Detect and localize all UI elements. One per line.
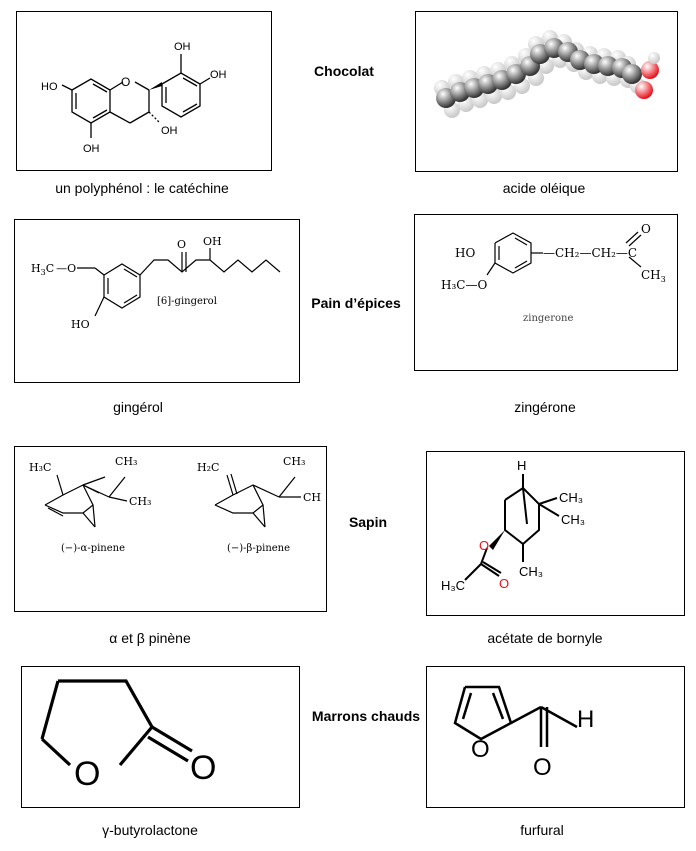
catechin-caption: un polyphénol : le catéchine [55, 180, 229, 196]
bornyl-o-carbonyl: O [499, 576, 509, 591]
catechin-oh-right: OH [210, 69, 227, 81]
zingerone-ch3: CH [641, 268, 661, 282]
bornyl-ch3-b: CH₃ [561, 512, 585, 527]
butyrolactone-structure-box: O O [21, 666, 300, 808]
category-gingerbread: Pain d’épices [311, 295, 401, 311]
catechin-oh-bottom: OH [83, 143, 100, 155]
oleic-caption: acide oléique [502, 180, 586, 196]
furfural-h: H [577, 706, 594, 733]
pinene-caption: α et β pinène [109, 630, 191, 646]
oxygen-atom [635, 81, 653, 99]
zingerone-structure-box: HO H₃C—O —CH₂—CH₂—C O CH3 zingerone [414, 214, 678, 371]
furfural-o-carbonyl: O [533, 754, 552, 781]
catechin-structure: O OH OH HO OH OH [41, 41, 227, 155]
zingerone-chain: —CH₂—CH₂—C [543, 246, 637, 260]
category-chocolate: Chocolat [314, 63, 374, 79]
pinene-structures: H₃C CH₃ CH₃ (−)-α-pinene H₂C CH₃ CH (−)-… [29, 455, 321, 554]
bornyl-structure-box: H CH₃ CH₃ CH₃ H₃C O O [426, 451, 685, 616]
zingerone-h3co: H₃C—O [441, 278, 487, 292]
gingerol-structure: H3C—O O OH HO [6]-gingerol [31, 235, 281, 331]
furfural-caption: furfural [520, 822, 564, 838]
alpha-pinene-ch3-a: CH₃ [115, 455, 137, 468]
category-chestnuts: Marrons chauds [311, 708, 421, 724]
bornyl-h3c: H₃C [441, 578, 465, 593]
gingerol-oh-bottom: HO [71, 318, 90, 331]
bornyl-ch3-c: CH₃ [519, 564, 543, 579]
gingerol-label: [6]-gingerol [157, 296, 217, 307]
alpha-pinene-ch3-b: CH₃ [129, 495, 151, 508]
oleic-space-filling-model [434, 30, 660, 118]
bornyl-h: H [517, 458, 526, 473]
bornyl-ch3-a: CH₃ [559, 490, 583, 505]
pinene-structure-box: H₃C CH₃ CH₃ (−)-α-pinene H₂C CH₃ CH (−)-… [14, 446, 327, 612]
oleic-structure-box [415, 11, 678, 172]
gingerol-oh: OH [203, 235, 222, 248]
category-fir: Sapin [348, 514, 388, 530]
alpha-pinene-h3c: H₃C [29, 461, 51, 474]
butyrolactone-o-carbonyl: O [190, 749, 216, 787]
catechin-structure-box: O OH OH HO OH OH [16, 11, 272, 171]
hydrogen-atom [648, 52, 660, 64]
butyrolactone-structure: O O [40, 679, 216, 793]
beta-pinene-ch: CH [303, 491, 321, 504]
bornyl-caption: acétate de bornyle [487, 630, 603, 646]
gingerol-ketone-o: O [177, 238, 186, 251]
zingerone-caption: zingérone [514, 399, 576, 415]
butyrolactone-o-ring: O [74, 755, 100, 793]
zingerone-ho: HO [455, 246, 475, 260]
bornyl-acetate-structure: H CH₃ CH₃ CH₃ H₃C O O [441, 458, 585, 593]
zingerone-label: zingerone [523, 313, 573, 324]
gingerol-caption: gingérol [113, 399, 163, 415]
catechin-oh-top: OH [174, 41, 191, 53]
gingerol-h: H [31, 262, 41, 275]
zingerone-o: O [641, 222, 651, 236]
gingerol-structure-box: H3C—O O OH HO [6]-gingerol [14, 219, 300, 383]
beta-pinene-ch3: CH₃ [283, 455, 305, 468]
beta-pinene-h2c: H₂C [197, 461, 219, 474]
furfural-structure: O O H [453, 685, 594, 781]
bornyl-o-ester: O [479, 538, 489, 553]
svg-text:H3C—O: H3C—O [31, 262, 76, 277]
catechin-ring-o: O [121, 75, 130, 89]
oxygen-atom [641, 61, 659, 79]
furfural-structure-box: O O H [426, 666, 685, 808]
carbon-atom [622, 64, 642, 84]
svg-text:CH3: CH3 [641, 268, 666, 284]
catechin-oh-mid: OH [161, 125, 178, 137]
furfural-o-ring: O [471, 736, 490, 763]
butyrolactone-caption: γ-butyrolactone [102, 822, 198, 838]
beta-pinene-label: (−)-β-pinene [227, 543, 290, 554]
zingerone-structure: HO H₃C—O —CH₂—CH₂—C O CH3 zingerone [441, 222, 666, 324]
catechin-oh-left: HO [41, 81, 58, 93]
alpha-pinene-label: (−)-α-pinene [61, 543, 125, 554]
